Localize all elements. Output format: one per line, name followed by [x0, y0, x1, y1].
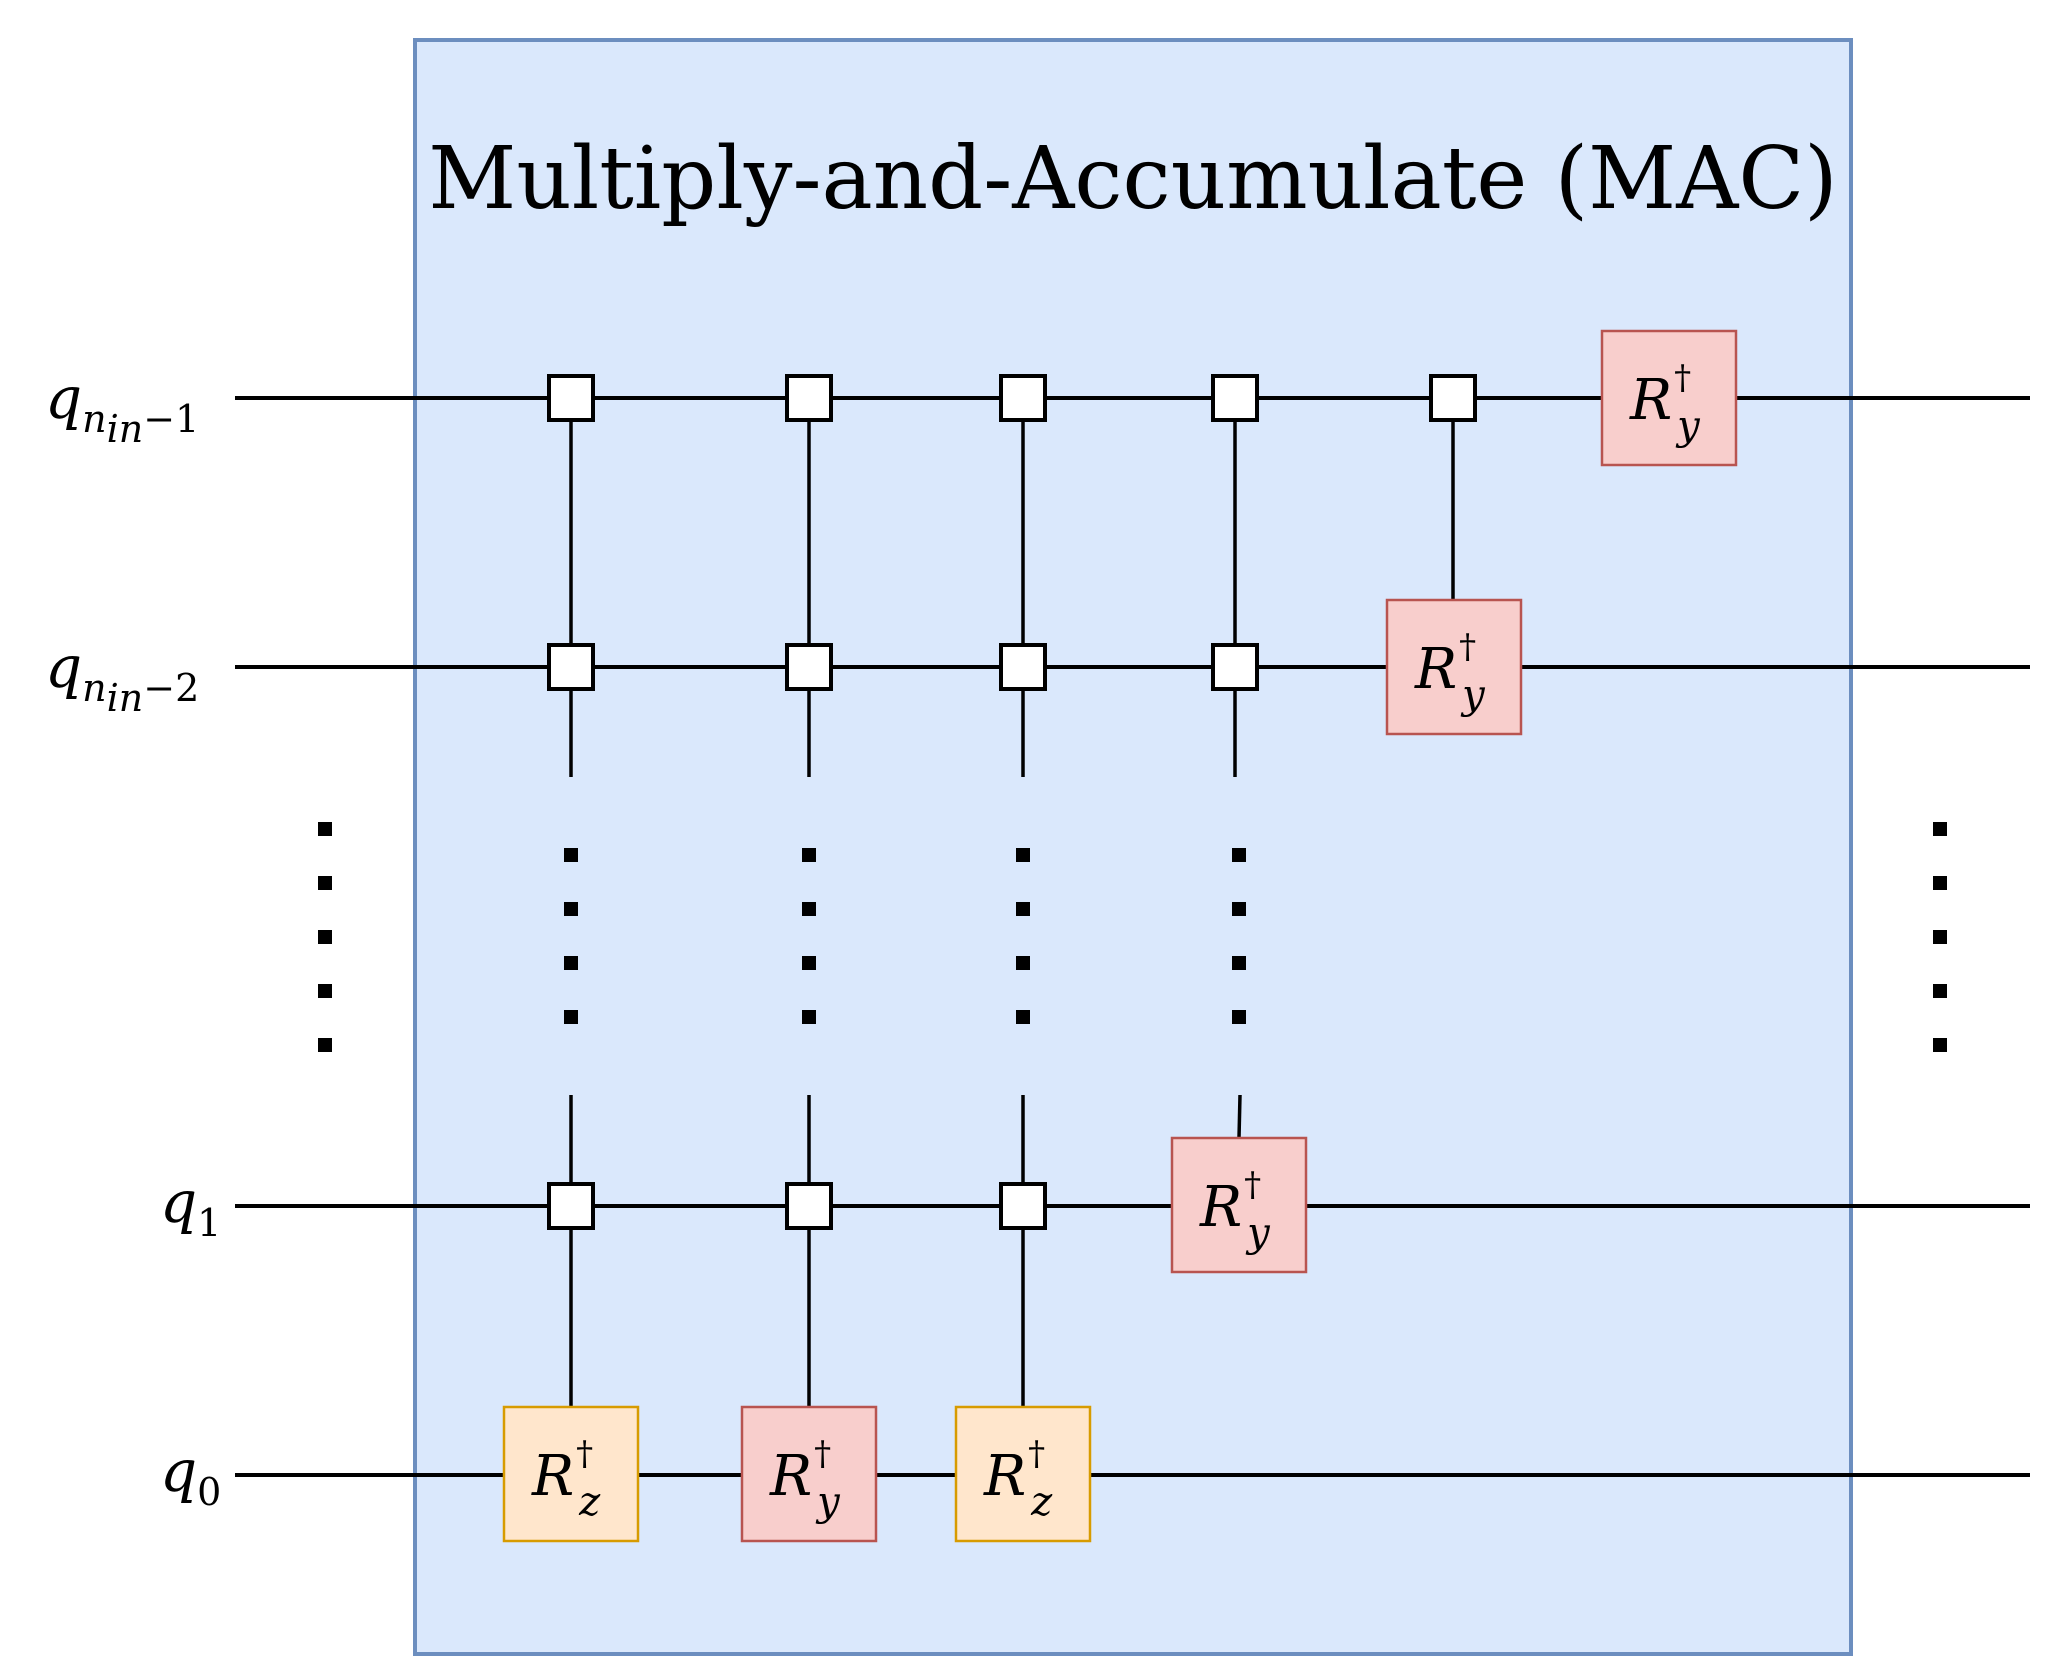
qubit-label-q1: q1: [160, 1168, 221, 1245]
gate-label: R†y: [769, 1434, 841, 1525]
control-node: [547, 643, 595, 691]
control-node: [999, 374, 1047, 422]
control-node: [547, 374, 595, 422]
vertical-ellipsis: [1016, 848, 1030, 1024]
control-node: [1429, 374, 1477, 422]
ry-dagger-gate: [740, 1405, 878, 1543]
left-vertical-ellipsis: [318, 822, 332, 1052]
control-node: [785, 643, 833, 691]
control-node: [785, 374, 833, 422]
gate-label: R†z: [531, 1434, 601, 1525]
control-node: [785, 1182, 833, 1230]
qubit-label-q0: q0: [160, 1437, 221, 1514]
controlled-rz-column-1: R†z: [502, 374, 640, 1543]
controlled-rz-column-3: R†z: [954, 374, 1092, 1543]
controlled-ry-column-2: R†y: [740, 374, 878, 1543]
gate-label: R†z: [983, 1434, 1053, 1525]
right-vertical-ellipsis: [1933, 822, 1947, 1052]
control-node: [1211, 374, 1259, 422]
vertical-ellipsis: [802, 848, 816, 1024]
controlled-ry-column-4: R†y: [1170, 374, 1308, 1274]
qubit-label-qnin-1: qnin−1: [45, 364, 199, 451]
ry-dagger-gate: [1170, 1136, 1308, 1274]
gate-label: R†y: [1629, 358, 1701, 449]
control-node: [999, 1182, 1047, 1230]
rz-dagger-gate: [954, 1405, 1092, 1543]
control-node: [547, 1182, 595, 1230]
control-node: [1211, 643, 1259, 691]
ry-gate-column-6: R†y: [1600, 329, 1738, 467]
rz-dagger-gate: [502, 1405, 640, 1543]
vertical-ellipsis: [1232, 848, 1246, 1024]
ry-dagger-gate: [1600, 329, 1738, 467]
mac-title: Multiply-and-Accumulate (MAC): [428, 129, 1837, 229]
vertical-ellipsis: [564, 848, 578, 1024]
gate-label: R†y: [1414, 627, 1486, 718]
control-node: [999, 643, 1047, 691]
mac-block: [413, 38, 1853, 1656]
ry-dagger-gate: [1385, 598, 1523, 736]
qubit-label-qnin-2: qnin−2: [45, 633, 199, 720]
gate-label: R†y: [1199, 1165, 1271, 1256]
controlled-ry-column-5: R†y: [1385, 374, 1523, 736]
